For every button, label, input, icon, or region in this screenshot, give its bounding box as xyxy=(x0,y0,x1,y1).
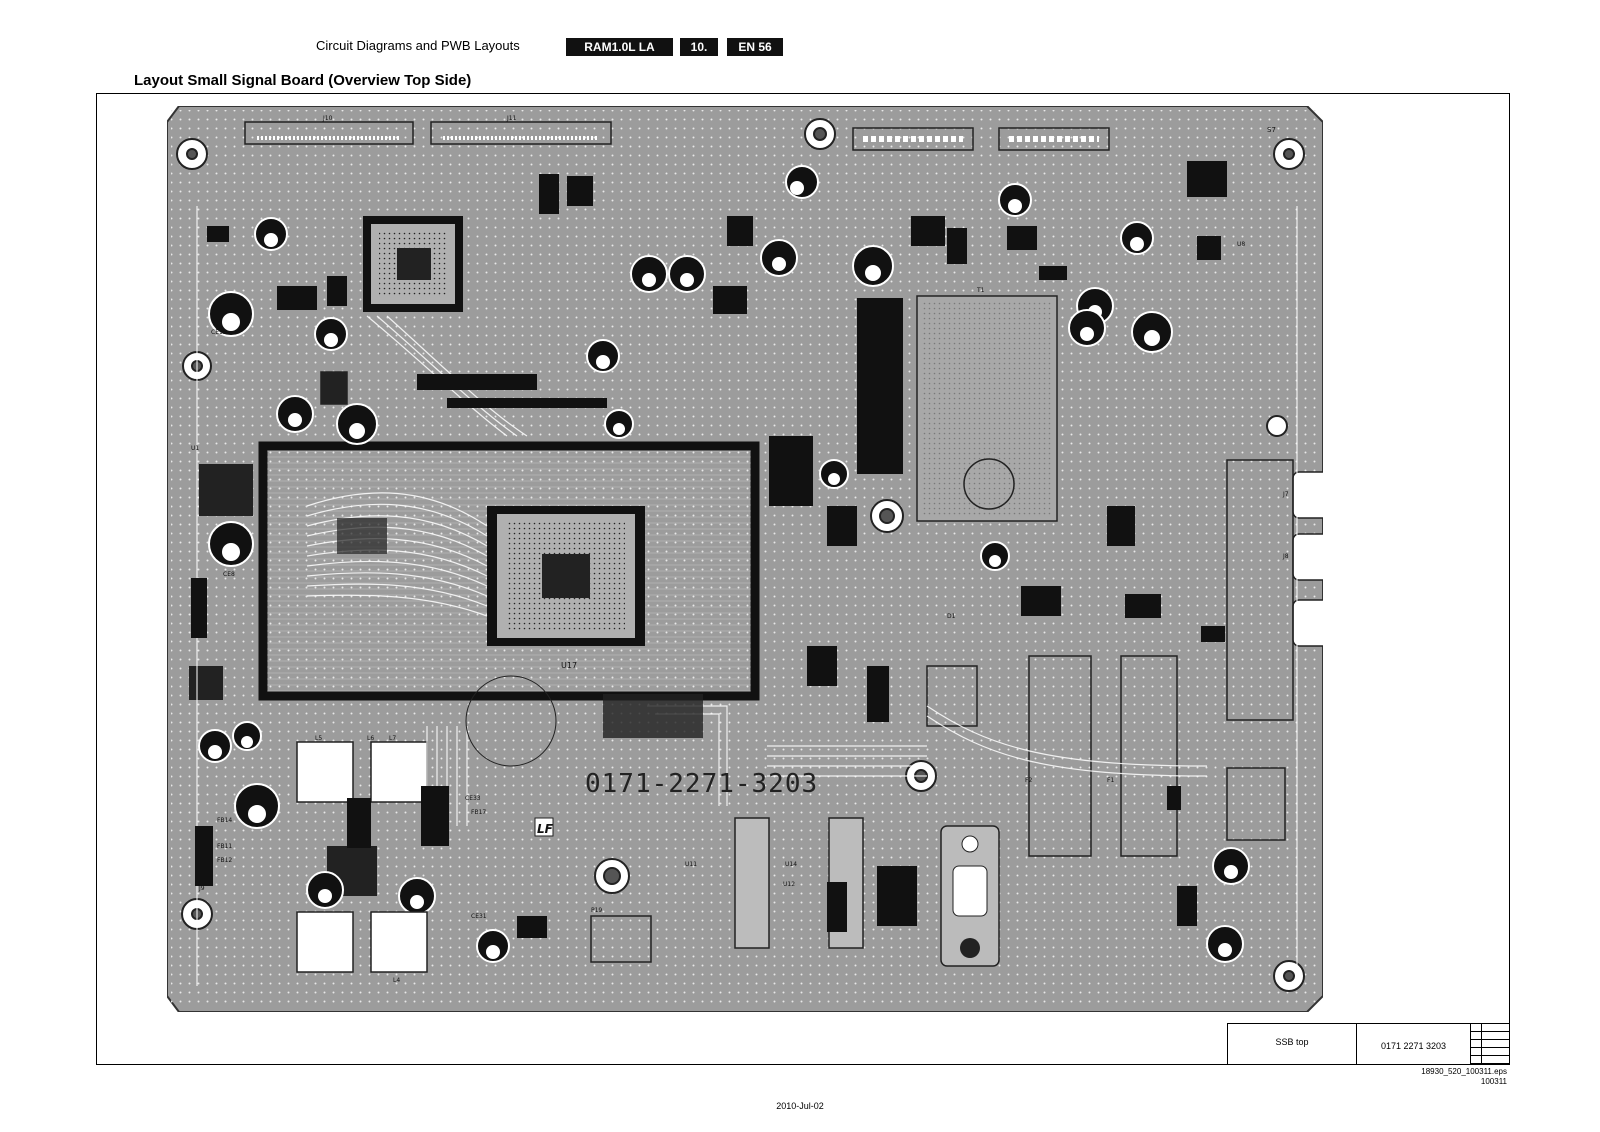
keepout-circle xyxy=(465,675,557,767)
ref-label: F1 xyxy=(1107,777,1114,784)
svg-text:LF: LF xyxy=(537,822,554,836)
ref-label: U14 xyxy=(785,861,797,868)
inductors xyxy=(296,371,652,973)
ref-label: S7 xyxy=(1267,126,1276,134)
model-tag: RAM1.0L LA xyxy=(566,38,673,56)
ref-label: P19 xyxy=(591,907,602,914)
pcb-board: J10 J11 J9 T1 U17 U8 S7 F1 F2 L5 L6 L7 L… xyxy=(167,106,1323,1012)
vga-connector xyxy=(940,825,1000,967)
chip-u1 xyxy=(199,464,253,516)
ref-label: D1 xyxy=(947,613,956,620)
ref-label: F2 xyxy=(1025,777,1032,784)
rca-jacks xyxy=(1226,459,1323,841)
ref-label: U12 xyxy=(783,881,795,888)
ref-label: J11 xyxy=(506,115,517,122)
ref-label: U11 xyxy=(685,861,697,868)
chip-upper xyxy=(363,216,463,312)
file-number: 100311 xyxy=(1480,1077,1507,1086)
lf-logo: LF xyxy=(534,817,554,837)
ref-label: FB14 xyxy=(217,817,232,824)
chip-u17 xyxy=(487,506,645,646)
title-block: SSB top 0171 2271 3203 xyxy=(1227,1023,1510,1065)
ref-label: L6 xyxy=(367,735,374,742)
drawing-frame: J10 J11 J9 T1 U17 U8 S7 F1 F2 L5 L6 L7 L… xyxy=(96,93,1510,1065)
ref-label: CE8 xyxy=(223,571,235,578)
ref-labels: J10 J11 J9 T1 U17 U8 S7 F1 F2 L5 L6 L7 L… xyxy=(191,115,1289,984)
chapter-tag: 10. xyxy=(680,38,718,56)
ref-label: L5 xyxy=(315,735,322,742)
ref-label: FB12 xyxy=(217,857,232,864)
title-block-grid xyxy=(1471,1024,1509,1064)
ref-label: J10 xyxy=(322,115,333,122)
ref-label: U1 xyxy=(191,445,199,452)
title-block-part-number: 0171 2271 3203 xyxy=(1357,1024,1471,1064)
ref-label: FB17 xyxy=(471,809,486,816)
connectors-top xyxy=(244,121,1110,151)
smd-parts xyxy=(191,161,1227,938)
ref-label: FB11 xyxy=(217,843,232,850)
capacitors xyxy=(198,165,1250,963)
title-block-description: SSB top xyxy=(1228,1024,1357,1064)
ref-label: J8 xyxy=(1282,553,1289,560)
chip-small-left xyxy=(189,666,223,700)
shield-frame xyxy=(258,441,760,701)
pcb-number: 0171-2271-3203 xyxy=(585,769,818,799)
ref-label: L4 xyxy=(393,977,400,984)
ref-label: CE31 xyxy=(471,913,487,920)
file-id: 18930_520_100311.eps 100311 xyxy=(1421,1067,1507,1087)
ref-label: U8 xyxy=(1237,241,1245,248)
file-name: 18930_520_100311.eps xyxy=(1421,1067,1507,1076)
ref-label: J7 xyxy=(1282,491,1289,498)
ref-label: CE33 xyxy=(465,795,481,802)
ref-label: T1 xyxy=(976,287,985,294)
tuner-bar xyxy=(857,298,903,474)
ref-label: L7 xyxy=(389,735,396,742)
ref-label: J9 xyxy=(198,885,205,892)
page-title: Layout Small Signal Board (Overview Top … xyxy=(134,72,472,89)
page-tag: EN 56 xyxy=(727,38,783,56)
ref-label: CE15 xyxy=(211,329,227,336)
page-date: 2010-Jul-02 xyxy=(776,1101,824,1111)
ref-label: U17 xyxy=(561,661,577,670)
header-section: Circuit Diagrams and PWB Layouts xyxy=(316,38,520,53)
